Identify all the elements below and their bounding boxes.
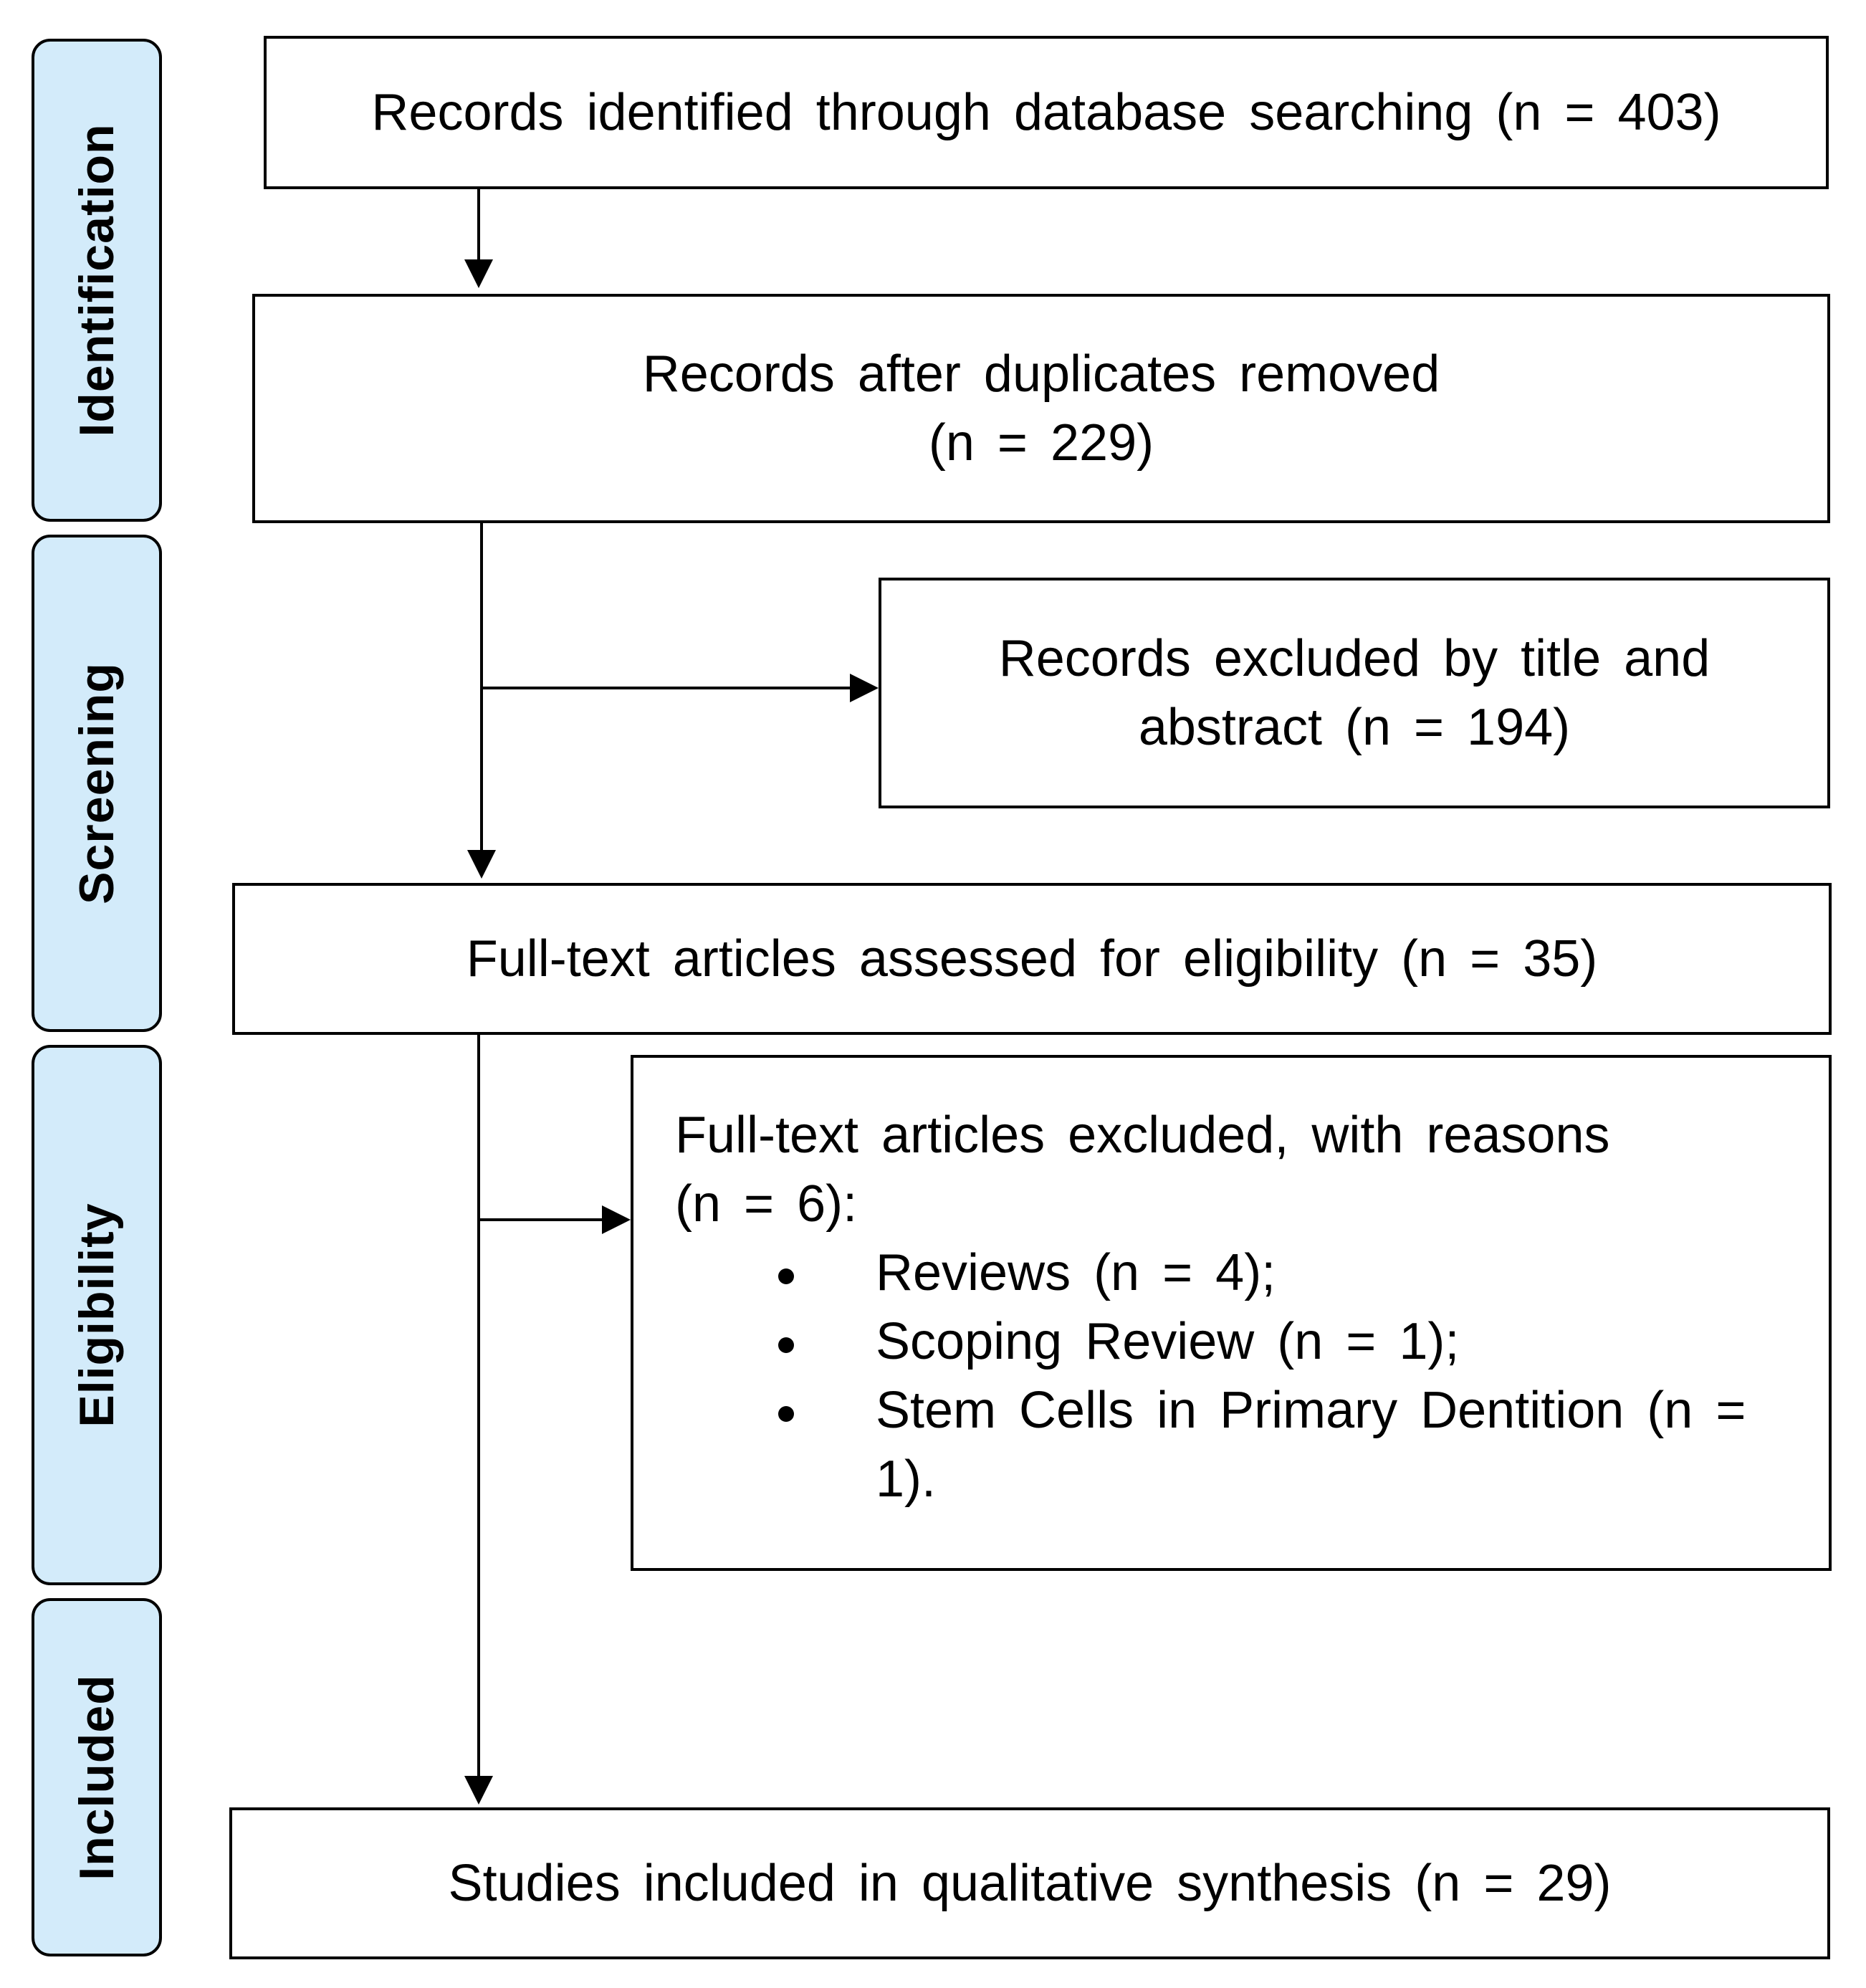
records-excluded-line2: abstract (n = 194) xyxy=(1138,699,1571,756)
exclusion-reason-text: Reviews (n = 4); xyxy=(876,1244,1276,1301)
exclusion-reason-item: Reviews (n = 4); xyxy=(675,1238,1800,1307)
records-deduplicated-line2: (n = 229) xyxy=(928,414,1154,472)
exclusion-reason-text: Scoping Review (n = 1); xyxy=(876,1313,1460,1370)
phase-eligibility: Eligibility xyxy=(32,1045,162,1585)
box-studies-included: Studies included in qualitative synthesi… xyxy=(229,1807,1830,1959)
phase-screening: Screening xyxy=(32,535,162,1032)
records-identified-text: Records identified through database sear… xyxy=(371,84,1721,141)
bullet-icon xyxy=(778,1268,794,1284)
exclusion-reason-item: Scoping Review (n = 1); xyxy=(675,1307,1800,1376)
bullet-icon xyxy=(778,1337,794,1353)
full-text-excluded-line2: (n = 6): xyxy=(675,1175,858,1233)
exclusion-reason-text: Stem Cells in Primary Dentition (n = 1). xyxy=(876,1382,1746,1508)
phase-included: Included xyxy=(32,1598,162,1956)
box-full-text-excluded: Full-text articles excluded, with reason… xyxy=(631,1055,1832,1571)
bullet-icon xyxy=(778,1406,794,1422)
box-full-text-assessed: Full-text articles assessed for eligibil… xyxy=(232,883,1832,1035)
records-excluded-line1: Records excluded by title and xyxy=(998,630,1710,687)
exclusion-reason-item: Stem Cells in Primary Dentition (n = 1). xyxy=(675,1376,1800,1514)
box-records-excluded: Records excluded by title and abstract (… xyxy=(879,578,1830,808)
box-records-deduplicated: Records after duplicates removed (n = 22… xyxy=(252,294,1830,523)
studies-included-text: Studies included in qualitative synthesi… xyxy=(448,1855,1612,1912)
records-deduplicated-line1: Records after duplicates removed xyxy=(642,345,1440,403)
phase-identification: Identification xyxy=(32,39,162,522)
exclusion-reasons-list: Reviews (n = 4); Scoping Review (n = 1);… xyxy=(675,1238,1800,1514)
full-text-excluded-line1: Full-text articles excluded, with reason… xyxy=(675,1107,1610,1164)
box-records-identified: Records identified through database sear… xyxy=(264,36,1829,189)
full-text-assessed-text: Full-text articles assessed for eligibil… xyxy=(466,930,1598,988)
